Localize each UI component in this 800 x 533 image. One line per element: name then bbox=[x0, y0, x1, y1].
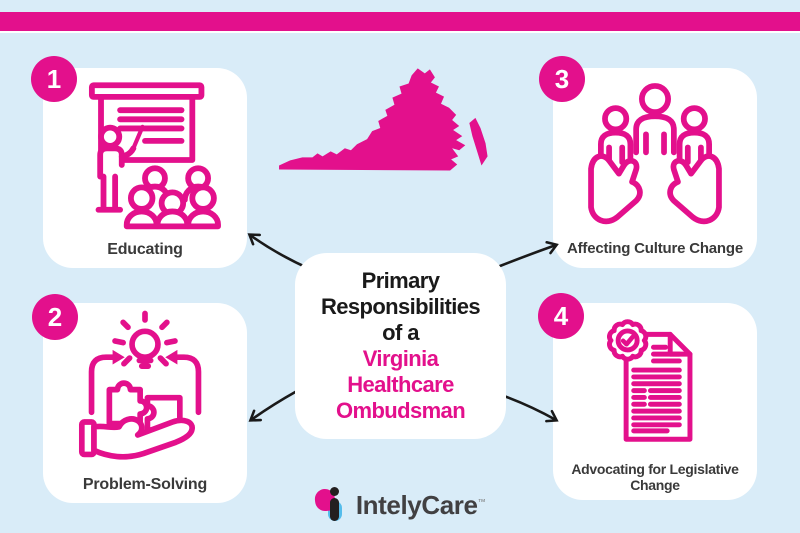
hand-puzzle-lightbulb-icon bbox=[64, 307, 226, 469]
title-line: Primary bbox=[361, 268, 440, 293]
document-seal-check-icon bbox=[579, 307, 731, 459]
title-line-highlight: Virginia bbox=[362, 346, 439, 371]
badge-number-4: 4 bbox=[538, 293, 584, 339]
card-advocating-legislative-change: Advocating for Legislative Change bbox=[553, 303, 757, 500]
brand-name: IntelyCare™ bbox=[355, 489, 486, 521]
brand-name-text: IntelyCare bbox=[355, 489, 478, 520]
teacher-presentation-icon bbox=[62, 72, 228, 238]
logo-i-dot bbox=[329, 487, 339, 496]
arrow-to-culture-change bbox=[498, 240, 559, 268]
trademark-symbol: ™ bbox=[477, 496, 486, 506]
brand-logo: IntelyCare™ bbox=[0, 484, 800, 526]
label-affecting-culture-change: Affecting Culture Change bbox=[566, 239, 744, 257]
badge-number-1: 1 bbox=[31, 56, 77, 102]
virginia-state-silhouette bbox=[279, 68, 488, 171]
label-problem-solving: Problem-Solving bbox=[82, 475, 208, 493]
title-line: Responsibilities bbox=[320, 294, 481, 319]
card-educating: Educating bbox=[43, 68, 247, 268]
badge-number-3: 3 bbox=[539, 56, 585, 102]
intelycare-i-mark-icon bbox=[313, 487, 347, 523]
top-accent-bar bbox=[0, 12, 800, 33]
card-affecting-culture-change: Affecting Culture Change bbox=[553, 68, 757, 268]
card-problem-solving: Problem-Solving bbox=[43, 303, 247, 503]
title-line-highlight: Healthcare bbox=[347, 372, 454, 397]
title-line: of a bbox=[382, 320, 419, 345]
center-title-card: Primary Responsibilities of a Virginia H… bbox=[295, 253, 506, 439]
virginia-map bbox=[276, 64, 524, 186]
logo-i-stem bbox=[329, 498, 339, 521]
badge-number-2: 2 bbox=[32, 294, 78, 340]
hands-holding-people-icon bbox=[573, 72, 737, 236]
arrow-to-legislative-change bbox=[502, 394, 559, 423]
label-advocating-legislative-change: Advocating for Legislative Change bbox=[571, 460, 739, 493]
label-educating: Educating bbox=[107, 240, 183, 258]
title-line-highlight: Ombudsman bbox=[335, 398, 466, 423]
arrow-to-problem-solving bbox=[248, 389, 299, 422]
